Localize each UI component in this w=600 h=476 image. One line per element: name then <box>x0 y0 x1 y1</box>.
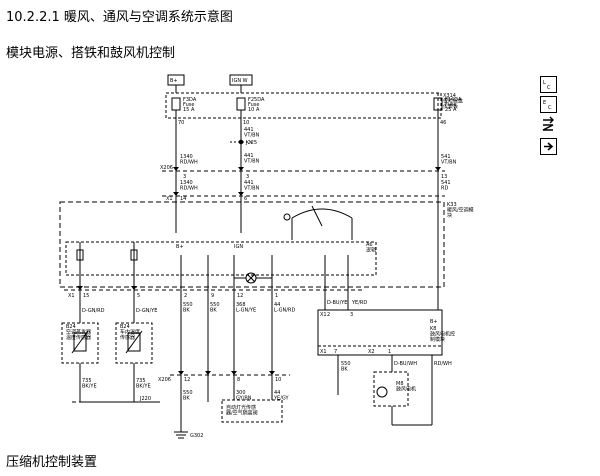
wire-rdwh: RD/WH <box>434 361 452 367</box>
source-ign: IGN W <box>232 78 248 84</box>
pin-3b: 3 <box>246 174 249 180</box>
fuse2-rating: 10 A <box>248 107 260 113</box>
bplus-module: B+ <box>430 319 438 325</box>
svg-text:L: L <box>543 80 546 86</box>
splice-j225: J225 <box>245 140 257 146</box>
actuator-label: 自动灯光传感器/空气隔离阀 <box>226 404 258 417</box>
splice-j220: J220 <box>139 396 151 402</box>
connector-end-view-icon: L C <box>543 80 551 91</box>
fuse1-pin: 70 <box>178 120 184 126</box>
pin-9: 9 <box>211 293 214 299</box>
pin-13: 13 <box>441 174 447 180</box>
wire-yerd: YE/RD <box>351 300 367 306</box>
pin-7: 7 <box>334 349 337 355</box>
pin-10: 10 <box>275 377 281 383</box>
wire-route-icon <box>542 116 554 131</box>
wire-d-buye: D-BU/YE <box>327 300 347 306</box>
section-heading: 10.2.2.1 暖风、通风与空调系统示意图 <box>6 10 233 25</box>
svg-text:C: C <box>547 85 551 91</box>
pin-3a: 3 <box>183 174 186 180</box>
pin-3c: 3 <box>350 312 353 318</box>
wire-d-buwh: D-BU/WH <box>394 361 417 367</box>
fuse3-rating: 25 A <box>445 107 457 113</box>
subsection-heading: 模块电源、搭铁和鼓风机控制 <box>6 46 176 61</box>
k33-bplus: B+ <box>176 244 184 250</box>
component-locator-icon: E C <box>543 100 552 111</box>
fuse1-type: Fuse <box>183 102 194 108</box>
arrow-right-icon <box>544 142 554 151</box>
conn-x1d: X1 <box>320 349 327 355</box>
conn-x1c: X1 <box>320 312 327 318</box>
next-subsection-heading: 压缩机控制装置 <box>6 455 98 470</box>
pin-8: 8 <box>237 377 240 383</box>
pin-1: 1 <box>275 293 278 299</box>
fuse3-pin: 46 <box>440 120 446 126</box>
fuse1-rating: 15 A <box>183 107 195 113</box>
fuse2-pin: 10 <box>243 120 249 126</box>
wire-route-button[interactable] <box>540 116 557 133</box>
svg-text:E: E <box>543 100 546 106</box>
pin-12b: 12 <box>184 377 190 383</box>
k33-ign: IGN <box>234 244 243 250</box>
pin-14: 14 <box>180 196 186 202</box>
pin-2: 2 <box>184 293 187 299</box>
fuse1-name: F3DA <box>183 97 197 103</box>
conn-x1: X1 <box>166 196 173 202</box>
ground-label: G302 <box>190 433 203 439</box>
pin-1b: 1 <box>388 349 391 355</box>
fuse2-type: Fuse <box>248 102 259 108</box>
source-bplus: B+ <box>170 78 178 84</box>
pin-5: 5 <box>137 293 140 299</box>
component-locator-button[interactable]: E C <box>540 96 557 113</box>
pin-15: 15 <box>83 293 89 299</box>
wire-d-gnye: D-GN/YE <box>136 308 157 314</box>
conn-x2: X2 <box>368 349 375 355</box>
conn-x206b: X206 <box>158 377 171 383</box>
pin-12: 12 <box>237 293 243 299</box>
fuse2-name: F25DA <box>248 97 265 103</box>
fuse3-name: F14DA <box>445 97 462 103</box>
fuse3-type: Fuse <box>445 102 456 108</box>
svg-text:C: C <box>548 105 552 111</box>
conn-x1b: X1 <box>68 293 75 299</box>
pin-6: 6 <box>244 196 247 202</box>
next-page-button[interactable] <box>540 138 557 155</box>
connector-end-view-button[interactable]: L C <box>540 76 557 93</box>
conn-x206: X206 <box>160 165 173 171</box>
wire-d-gnrd: D-GN/RD <box>82 308 105 314</box>
pin-2b: 2 <box>327 312 330 318</box>
